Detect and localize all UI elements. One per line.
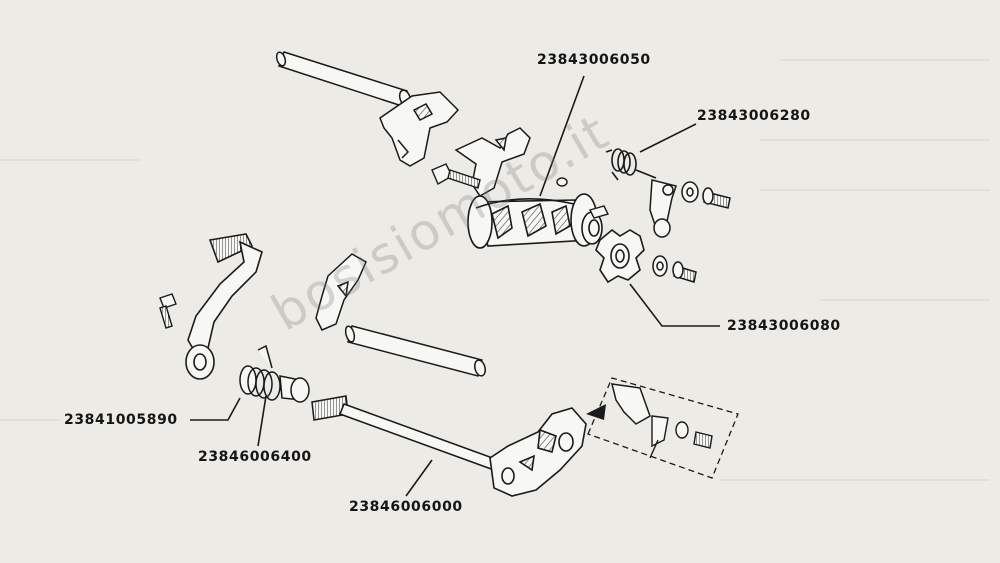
star-plate-bolt: [652, 255, 697, 283]
drum-screw: [588, 205, 610, 219]
label-star-plate: 23843006080: [727, 318, 841, 334]
lower-shift-fork: [315, 253, 367, 331]
shift-shaft-arm: [489, 407, 587, 497]
upper-fork-rod: [275, 51, 412, 107]
drum-guide-bolt: [431, 163, 481, 189]
leader-gear-pedal: [190, 397, 241, 421]
leader-star-plate: [629, 283, 720, 327]
label-shift-shaft: 23846006000: [349, 499, 463, 515]
pedal-pinch-bolt: [159, 293, 177, 329]
shift-shaft: [311, 395, 499, 471]
upper-shift-fork: [379, 91, 460, 167]
stopper-bolt: [681, 181, 731, 209]
gear-change-pedal: [185, 233, 263, 380]
leader-lines: [190, 75, 720, 497]
background-bleed: [0, 59, 990, 481]
shift-drum: [467, 193, 603, 249]
detail-inset: [586, 377, 739, 479]
return-spring: [605, 148, 657, 181]
leader-shift-shaft: [405, 459, 433, 497]
label-gear-pedal: 23841005890: [64, 412, 178, 428]
detent-pin: [556, 177, 568, 187]
leader-return-spring: [639, 123, 697, 153]
label-shaft-spring: 23846006400: [198, 449, 312, 465]
leader-shift-drum: [539, 75, 585, 197]
leader-shaft-spring: [257, 395, 267, 447]
label-return-spring: 23843006280: [697, 108, 811, 124]
shift-cam-star-plate: [595, 228, 645, 284]
lower-fork-rod: [344, 325, 487, 377]
stopper-arm: [649, 179, 677, 238]
label-shift-drum: 23843006050: [537, 52, 651, 68]
shift-shaft-spring: [239, 344, 310, 403]
